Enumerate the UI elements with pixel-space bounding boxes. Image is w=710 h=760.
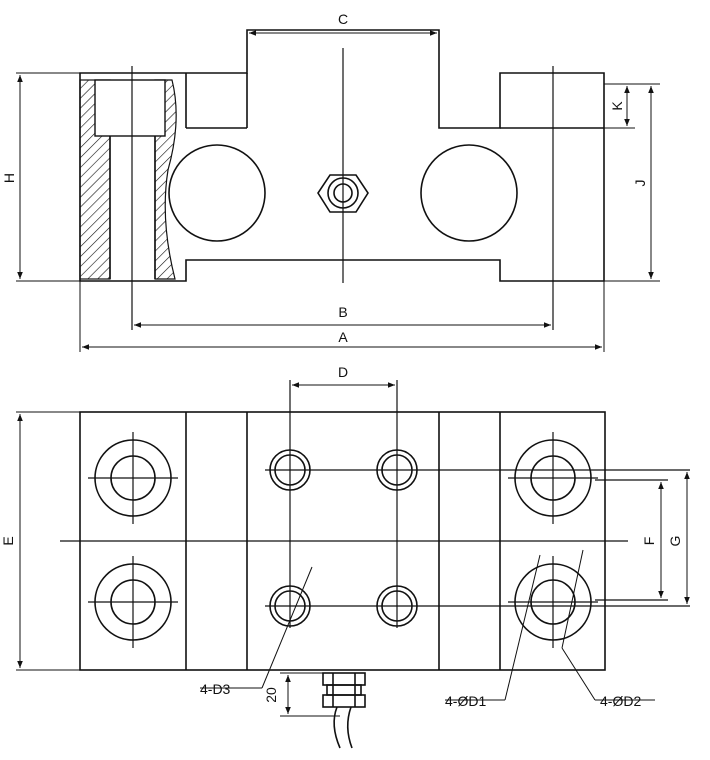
side-view: C B A H J K — [1, 11, 660, 352]
hole-bottom-right — [508, 556, 598, 648]
label-cable: 20 — [263, 687, 279, 703]
label-d1: 4-ØD1 — [445, 693, 486, 709]
label-j: J — [632, 180, 648, 187]
cable-gland — [322, 672, 366, 749]
label-d3: 4-D3 — [200, 681, 231, 697]
label-e: E — [0, 536, 16, 545]
left-hole — [168, 144, 266, 242]
label-a: A — [338, 329, 348, 345]
center-holes — [269, 449, 418, 627]
hole-top-right — [508, 432, 598, 524]
counterbore — [94, 79, 166, 137]
label-k: K — [609, 101, 625, 111]
label-f: F — [641, 537, 657, 546]
label-h: H — [1, 173, 17, 183]
label-d: D — [338, 364, 348, 380]
right-hole — [420, 144, 518, 242]
body-outline — [79, 29, 605, 282]
hex-fitting — [317, 174, 369, 213]
plan-view: D E F G 4-D3 4-ØD1 4-ØD2 20 — [0, 364, 690, 749]
label-c: C — [338, 11, 348, 27]
hole-top-left — [88, 432, 178, 524]
label-b: B — [338, 304, 347, 320]
label-g: G — [667, 536, 683, 547]
label-d2: 4-ØD2 — [600, 693, 641, 709]
hole-bottom-left — [88, 556, 178, 648]
